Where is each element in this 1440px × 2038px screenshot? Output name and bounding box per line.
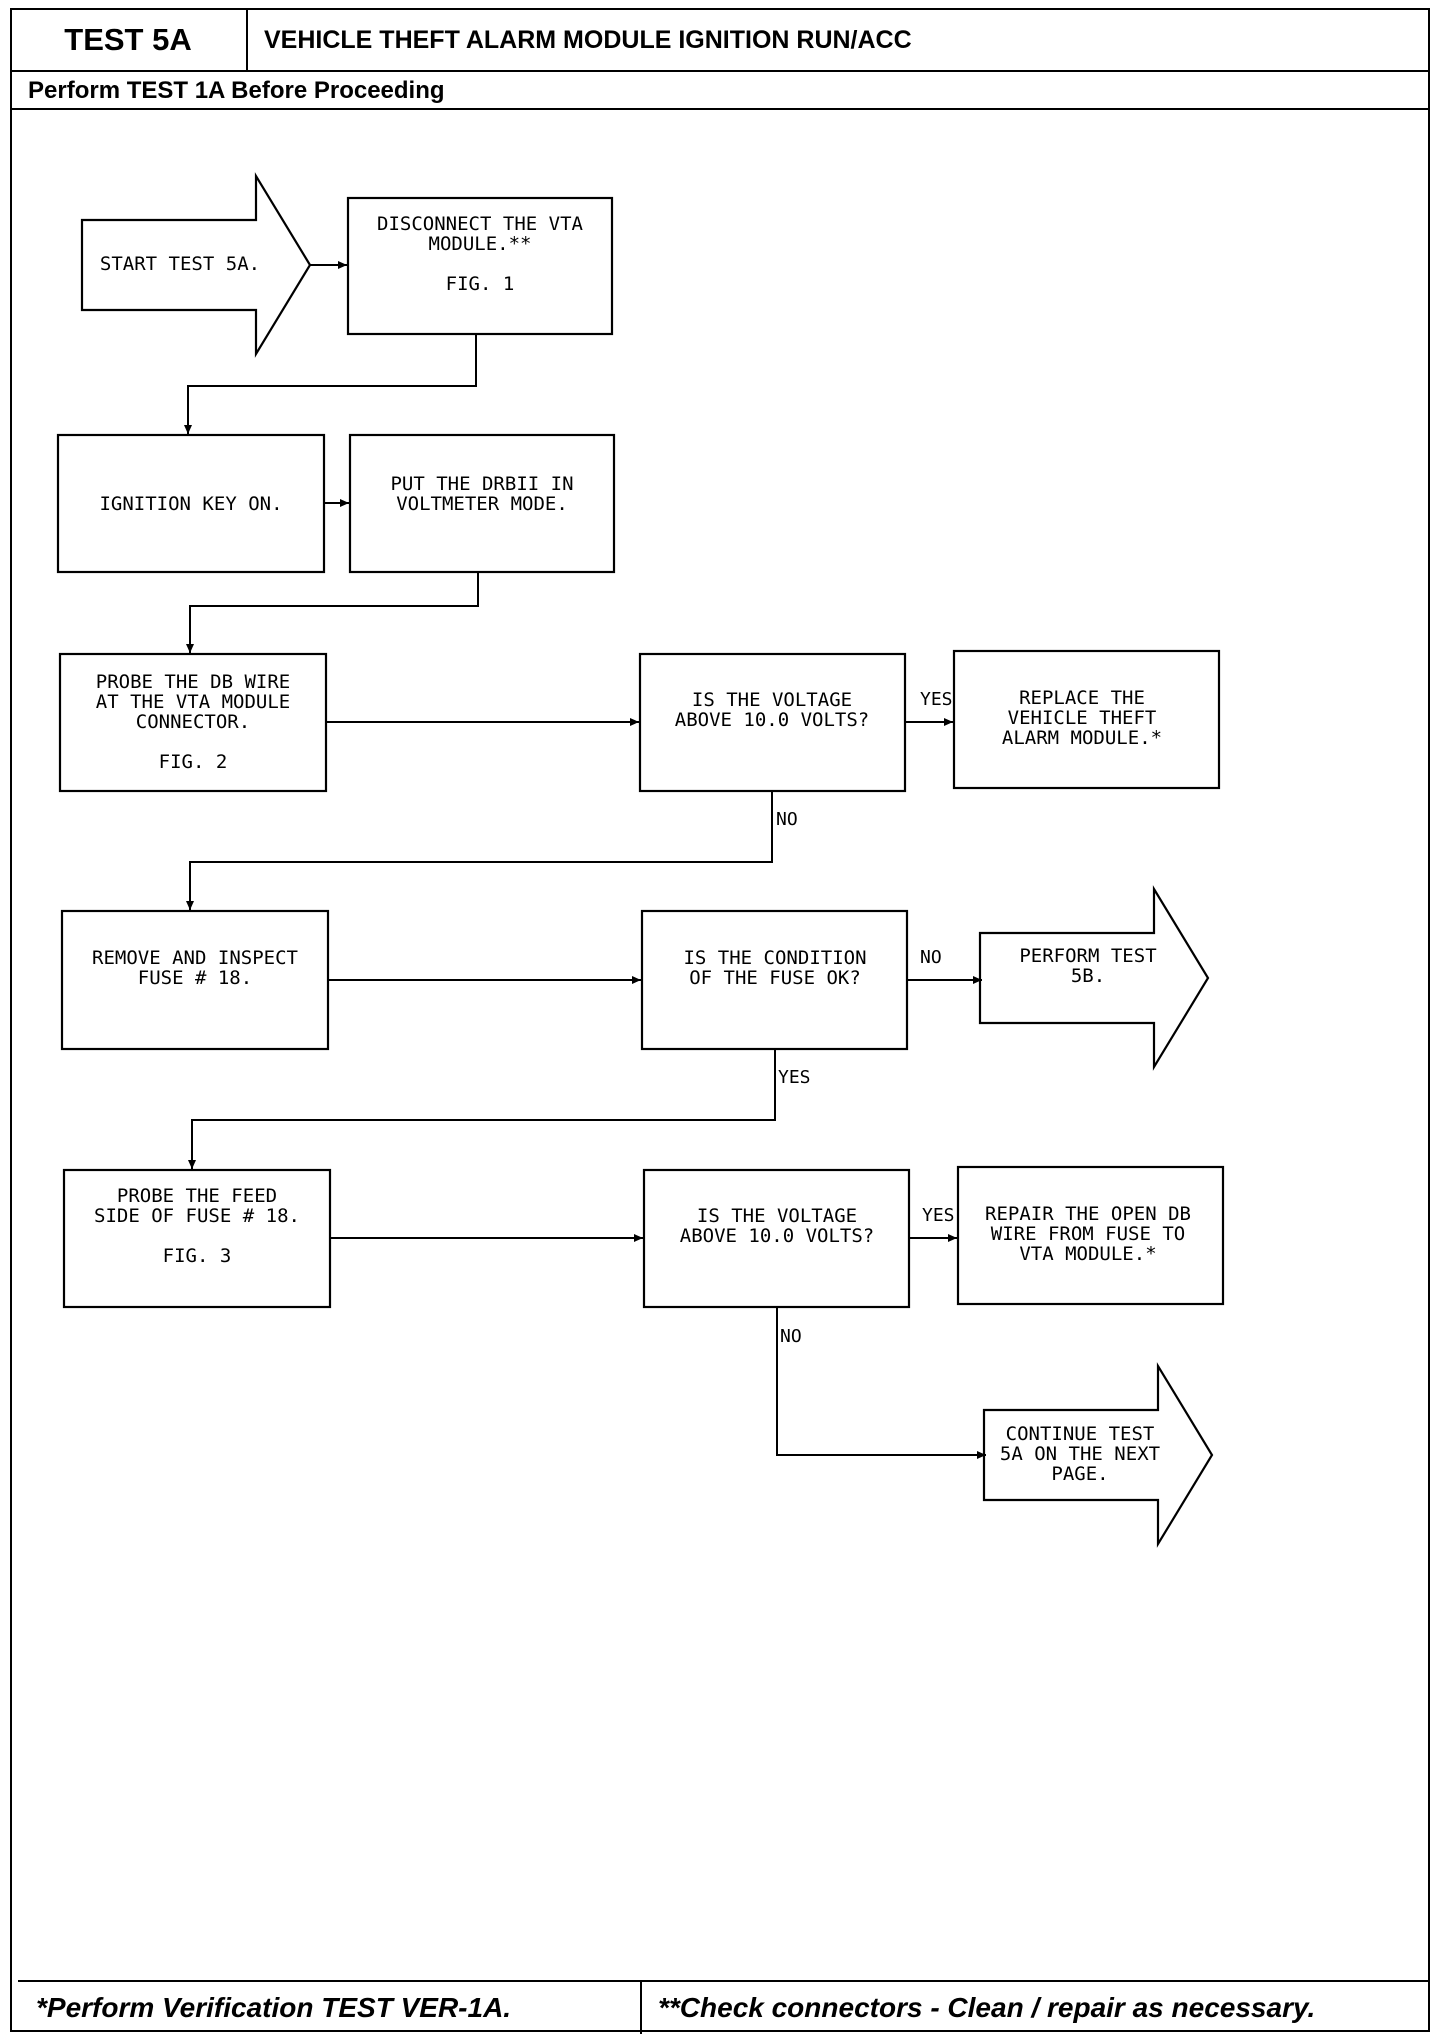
box-check_fuse — [640, 909, 909, 1051]
text-replace_module-0: REPLACE THE — [1019, 687, 1145, 709]
box-probe_feed — [62, 1168, 332, 1309]
test-id: TEST 5A — [10, 8, 248, 72]
footer: *Perform Verification TEST VER-1A. **Che… — [18, 1980, 1430, 2034]
box-disconnect — [346, 196, 614, 336]
label-yes-fuse: YES — [778, 1067, 811, 1088]
text-repair_wire-1: WIRE FROM FUSE TO — [991, 1223, 1185, 1245]
text-probe_db-0: PROBE THE DB WIRE — [96, 671, 290, 693]
text-repair_wire-2: VTA MODULE.* — [1019, 1243, 1156, 1265]
arrow-start — [80, 172, 312, 358]
text-disconnect-0: DISCONNECT THE VTA — [377, 213, 583, 235]
text-disconnect-3: FIG. 1 — [446, 273, 515, 295]
box-check_voltage_2 — [642, 1168, 911, 1309]
text-check_fuse-1: OF THE FUSE OK? — [689, 967, 861, 989]
text-check_voltage_2-1: ABOVE 10.0 VOLTS? — [680, 1225, 874, 1247]
text-repair_wire-0: REPAIR THE OPEN DB — [985, 1203, 1191, 1225]
label-no-voltage-1: NO — [776, 809, 798, 830]
text-drbii-1: VOLTMETER MODE. — [396, 493, 568, 515]
text-perform_5b-1: 5B. — [1071, 965, 1105, 987]
prerequisite-row: Perform TEST 1A Before Proceeding — [10, 72, 1430, 110]
connector-voltage-2-no-to-continue — [776, 1307, 986, 1459]
text-probe_db-2: CONNECTOR. — [136, 711, 250, 733]
box-check_voltage_1 — [638, 652, 907, 793]
arrow-continue — [982, 1362, 1214, 1548]
text-perform_5b-0: PERFORM TEST — [1019, 945, 1156, 967]
box-drbii — [348, 433, 616, 574]
text-check_voltage_1-0: IS THE VOLTAGE — [692, 689, 852, 711]
connector-voltage-1-no-to-inspect — [186, 791, 773, 910]
test-title: VEHICLE THEFT ALARM MODULE IGNITION RUN/… — [264, 25, 912, 54]
text-probe_db-1: AT THE VTA MODULE — [96, 691, 290, 713]
text-probe_feed-1: SIDE OF FUSE # 18. — [94, 1205, 300, 1227]
label-no-fuse: NO — [920, 947, 942, 968]
text-probe_db-4: FIG. 2 — [159, 751, 228, 773]
text-inspect_fuse-1: FUSE # 18. — [138, 967, 252, 989]
text-inspect_fuse-0: REMOVE AND INSPECT — [92, 947, 298, 969]
prerequisite-note: Perform TEST 1A Before Proceeding — [28, 77, 445, 104]
text-continue-1: 5A ON THE NEXT — [1000, 1443, 1160, 1465]
connector-drbii-to-probe-db — [186, 572, 479, 653]
text-check_voltage_1-1: ABOVE 10.0 VOLTS? — [675, 709, 869, 731]
page-frame — [10, 8, 1430, 2032]
label-no-voltage-2: NO — [780, 1326, 802, 1347]
label-yes-voltage-2: YES — [922, 1205, 955, 1226]
connector-note: **Check connectors - Clean / repair as n… — [658, 1992, 1316, 2023]
header-row: TEST 5A VEHICLE THEFT ALARM MODULE IGNIT… — [10, 8, 1430, 72]
box-replace_module — [952, 649, 1221, 790]
box-repair_wire — [956, 1165, 1225, 1306]
text-continue-2: PAGE. — [1051, 1463, 1108, 1485]
arrow-perform_5b — [978, 885, 1210, 1071]
text-drbii-0: PUT THE DRBII IN — [390, 473, 573, 495]
text-start-0: START TEST 5A. — [100, 253, 260, 275]
footer-divider — [640, 1982, 642, 2034]
connector-disconnect-to-ignition — [184, 334, 477, 434]
text-ignition-0: IGNITION KEY ON. — [99, 493, 282, 515]
text-replace_module-1: VEHICLE THEFT — [1008, 707, 1157, 729]
text-check_voltage_2-0: IS THE VOLTAGE — [697, 1205, 857, 1227]
verification-note: *Perform Verification TEST VER-1A. — [36, 1992, 512, 2023]
text-replace_module-2: ALARM MODULE.* — [1002, 727, 1162, 749]
connector-check-fuse-yes-to-probe-feed — [188, 1049, 776, 1169]
text-continue-0: CONTINUE TEST — [1006, 1423, 1155, 1445]
text-probe_feed-3: FIG. 3 — [163, 1245, 232, 1267]
text-probe_feed-0: PROBE THE FEED — [117, 1185, 277, 1207]
label-yes-voltage-1: YES — [920, 689, 953, 710]
text-check_fuse-0: IS THE CONDITION — [683, 947, 866, 969]
box-inspect_fuse — [60, 909, 330, 1051]
text-disconnect-1: MODULE.** — [429, 233, 532, 255]
